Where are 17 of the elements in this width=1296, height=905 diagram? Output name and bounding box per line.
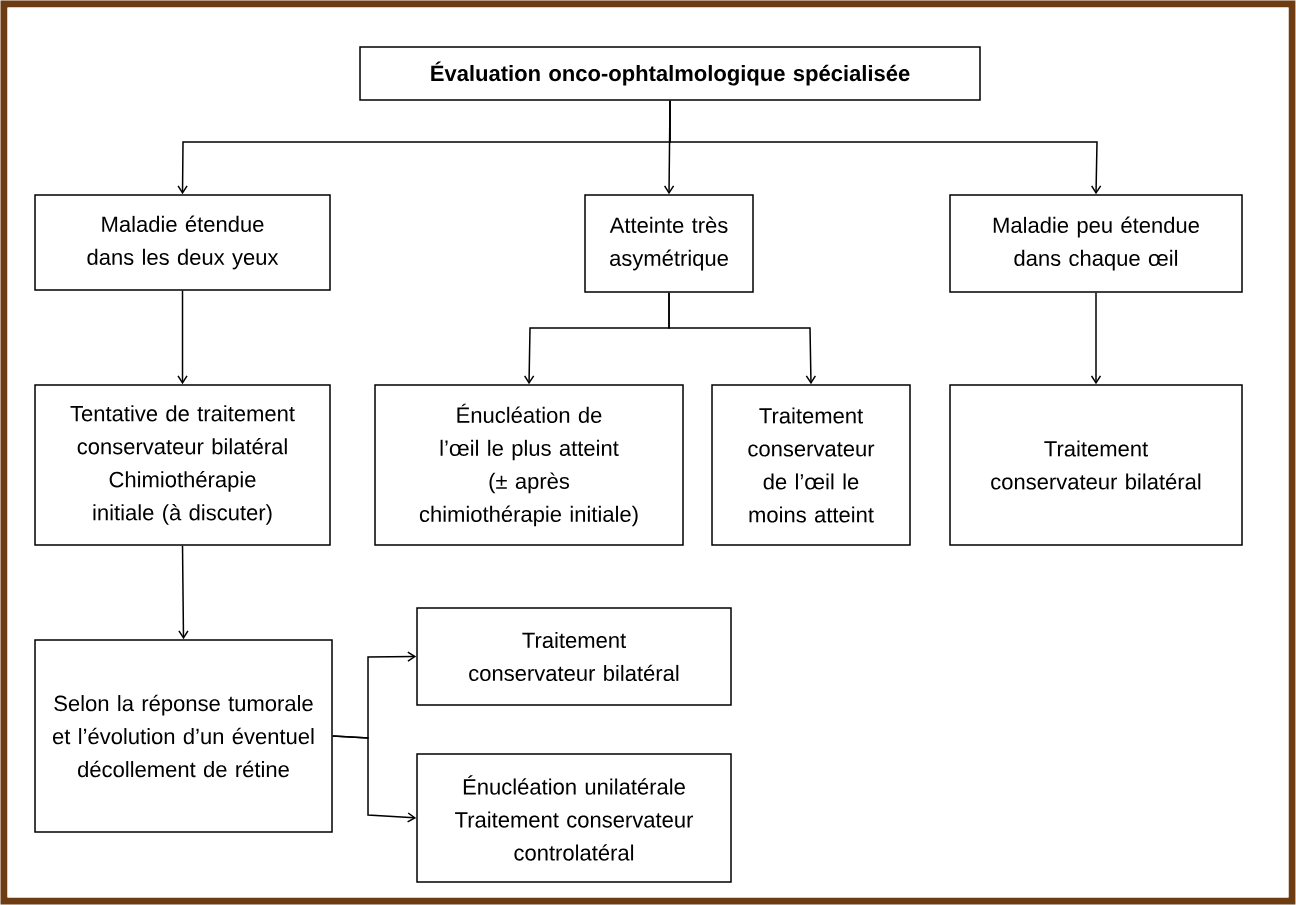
process-box: Tentative de traitement conservateur bilatéral Chimiothérapie initiale (à discuter) (34, 384, 331, 546)
process-box: Énucléation de l’œil le plus atteint (± après chimiothérapie initiale) (374, 384, 684, 546)
process-box: Traitement conservateur bilatéral (416, 607, 732, 706)
arrow (177, 290, 188, 385)
arrow (669, 100, 1102, 195)
arrow (668, 292, 817, 385)
arrow (332, 735, 417, 823)
arrow (1090, 292, 1102, 385)
process-box: Traitement conservateur de l’œil le moins atteint (711, 384, 911, 546)
process-box: Énucléation unilatérale Traitement conservateur controlatéral (416, 753, 732, 883)
arrow (178, 545, 189, 640)
process-box: Selon la réponse tumorale et l’évolution d’un éventuel décollement de rétine (34, 639, 333, 833)
process-box: Maladie étendue dans les deux yeux (34, 194, 331, 291)
process-box: Traitement conservateur bilatéral (949, 384, 1243, 546)
process-box: Maladie peu étendue dans chaque œil (949, 194, 1243, 293)
process-box: Atteinte très asymétrique (584, 194, 754, 293)
title-box: Évaluation onco-ophtalmologique spécialisée (359, 46, 981, 101)
